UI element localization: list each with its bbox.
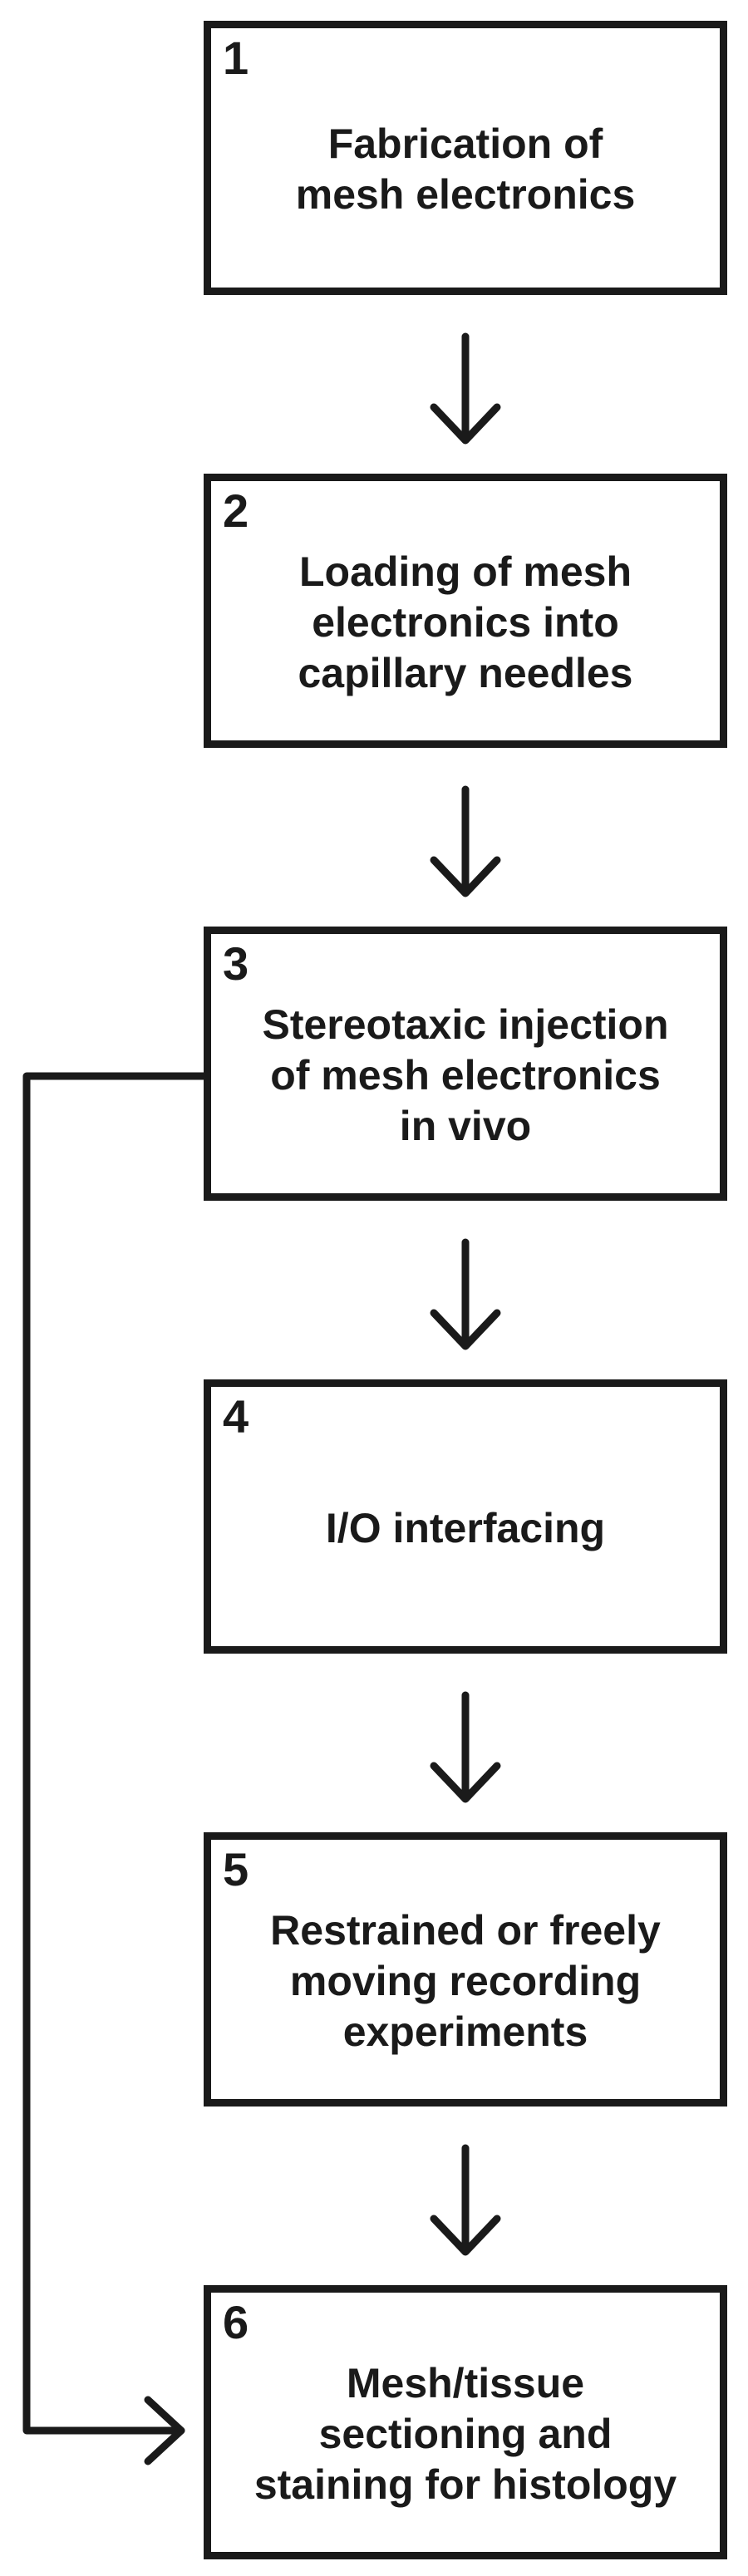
step-box-5: 5 Restrained or freely moving recording … (204, 1832, 727, 2107)
step-number: 5 (223, 1843, 249, 1895)
step-number: 4 (223, 1390, 249, 1443)
step-number: 2 (223, 484, 249, 537)
arrow-2-to-3 (430, 785, 501, 897)
arrow-5-to-6 (430, 2144, 501, 2256)
arrow-1-to-2 (430, 332, 501, 445)
arrow-3-to-4 (430, 1238, 501, 1350)
step-label: Loading of mesh electronics into capilla… (298, 548, 633, 696)
step-number: 3 (223, 937, 249, 990)
step-label: Stereotaxic injection of mesh electronic… (262, 1000, 669, 1149)
step-box-6: 6 Mesh/tissue sectioning and staining fo… (204, 2285, 727, 2559)
step-label: Restrained or freely moving recording ex… (270, 1906, 661, 2055)
step-label: I/O interfacing (325, 1504, 606, 1551)
step-box-1: 1 Fabrication of mesh electronics (204, 21, 727, 295)
arrow-4-to-5 (430, 1691, 501, 1803)
step-label: Mesh/tissue sectioning and staining for … (253, 2359, 677, 2508)
step-number: 6 (223, 2296, 249, 2348)
step-box-4: 4 I/O interfacing (204, 1379, 727, 1654)
step-number: 1 (223, 32, 249, 84)
step-box-2: 2 Loading of mesh electronics into capil… (204, 474, 727, 748)
step-label: Fabrication of mesh electronics (295, 120, 636, 218)
bypass-arrow-3-to-6 (22, 1072, 208, 2465)
step-box-3: 3 Stereotaxic injection of mesh electron… (204, 927, 727, 1201)
